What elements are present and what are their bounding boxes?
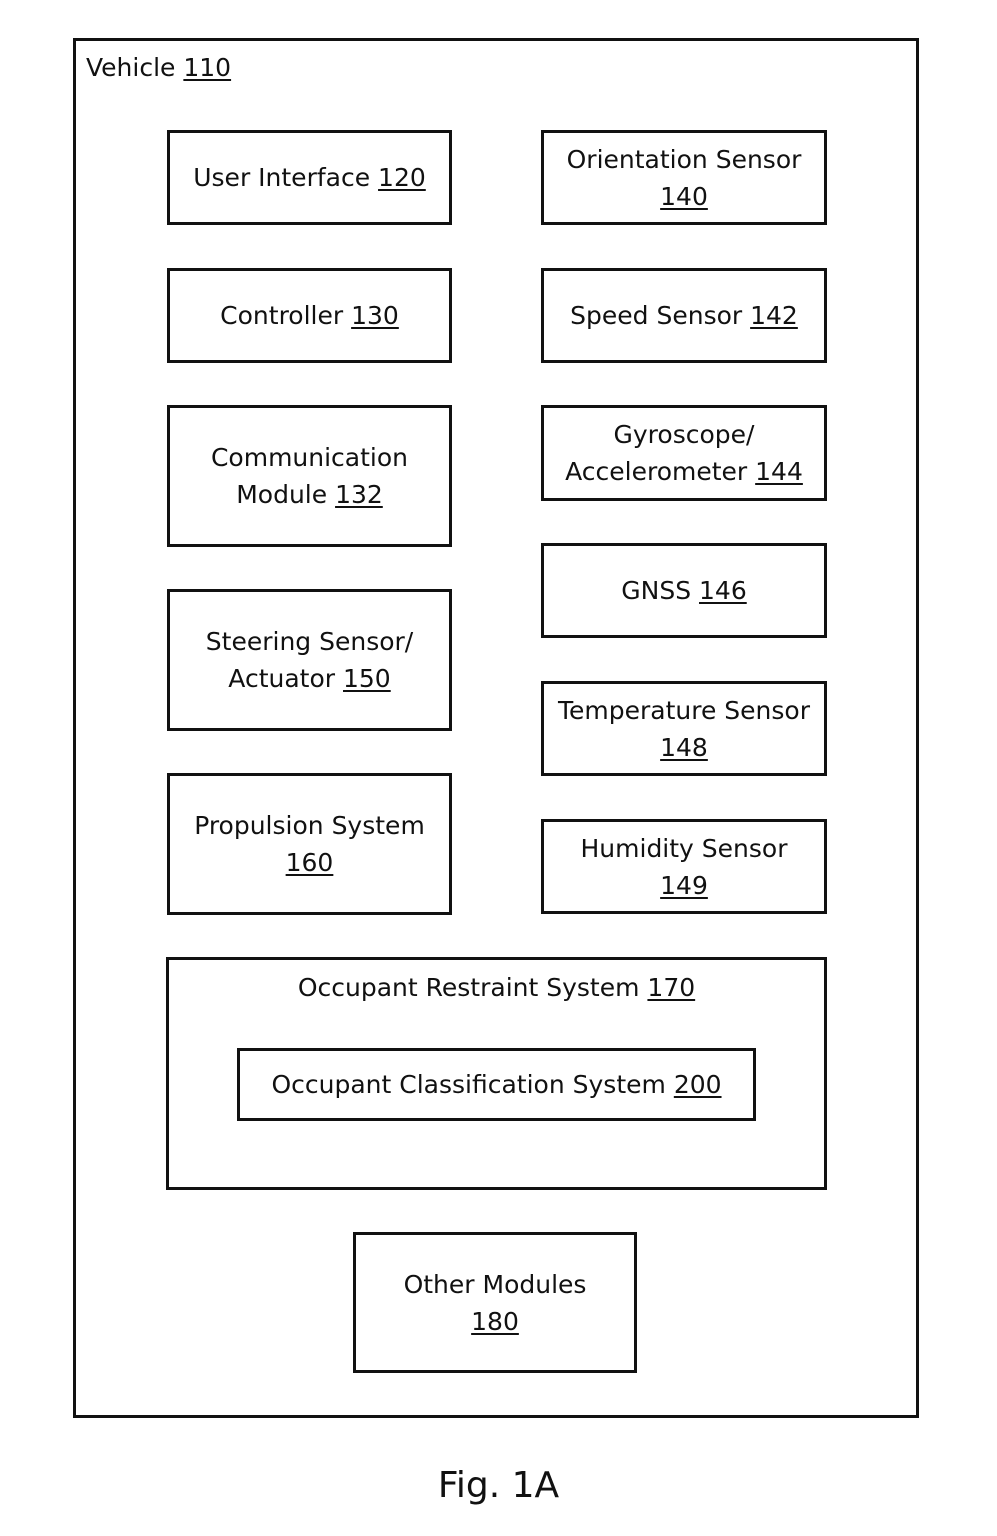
- gnss-box: GNSS 146: [541, 543, 827, 638]
- occupant-classification-system-box: Occupant Classification System 200: [237, 1048, 756, 1121]
- gyroscope-accelerometer-box: Gyroscope/ Accelerometer 144: [541, 405, 827, 501]
- temperature-sensor-box: Temperature Sensor 148: [541, 681, 827, 776]
- occupant-restraint-system-label: Occupant Restraint System 170: [169, 972, 824, 1004]
- controller-box: Controller 130: [167, 268, 452, 363]
- communication-module-box: Communication Module 132: [167, 405, 452, 547]
- figure-caption: Fig. 1A: [0, 1462, 997, 1510]
- vehicle-ref: 110: [183, 53, 231, 82]
- orientation-sensor-box: Orientation Sensor 140: [541, 130, 827, 225]
- steering-sensor-actuator-box: Steering Sensor/ Actuator 150: [167, 589, 452, 731]
- humidity-sensor-box: Humidity Sensor 149: [541, 819, 827, 914]
- vehicle-label: Vehicle 110: [86, 52, 231, 84]
- propulsion-system-box: Propulsion System 160: [167, 773, 452, 915]
- speed-sensor-box: Speed Sensor 142: [541, 268, 827, 363]
- other-modules-box: Other Modules 180: [353, 1232, 637, 1373]
- user-interface-box: User Interface 120: [167, 130, 452, 225]
